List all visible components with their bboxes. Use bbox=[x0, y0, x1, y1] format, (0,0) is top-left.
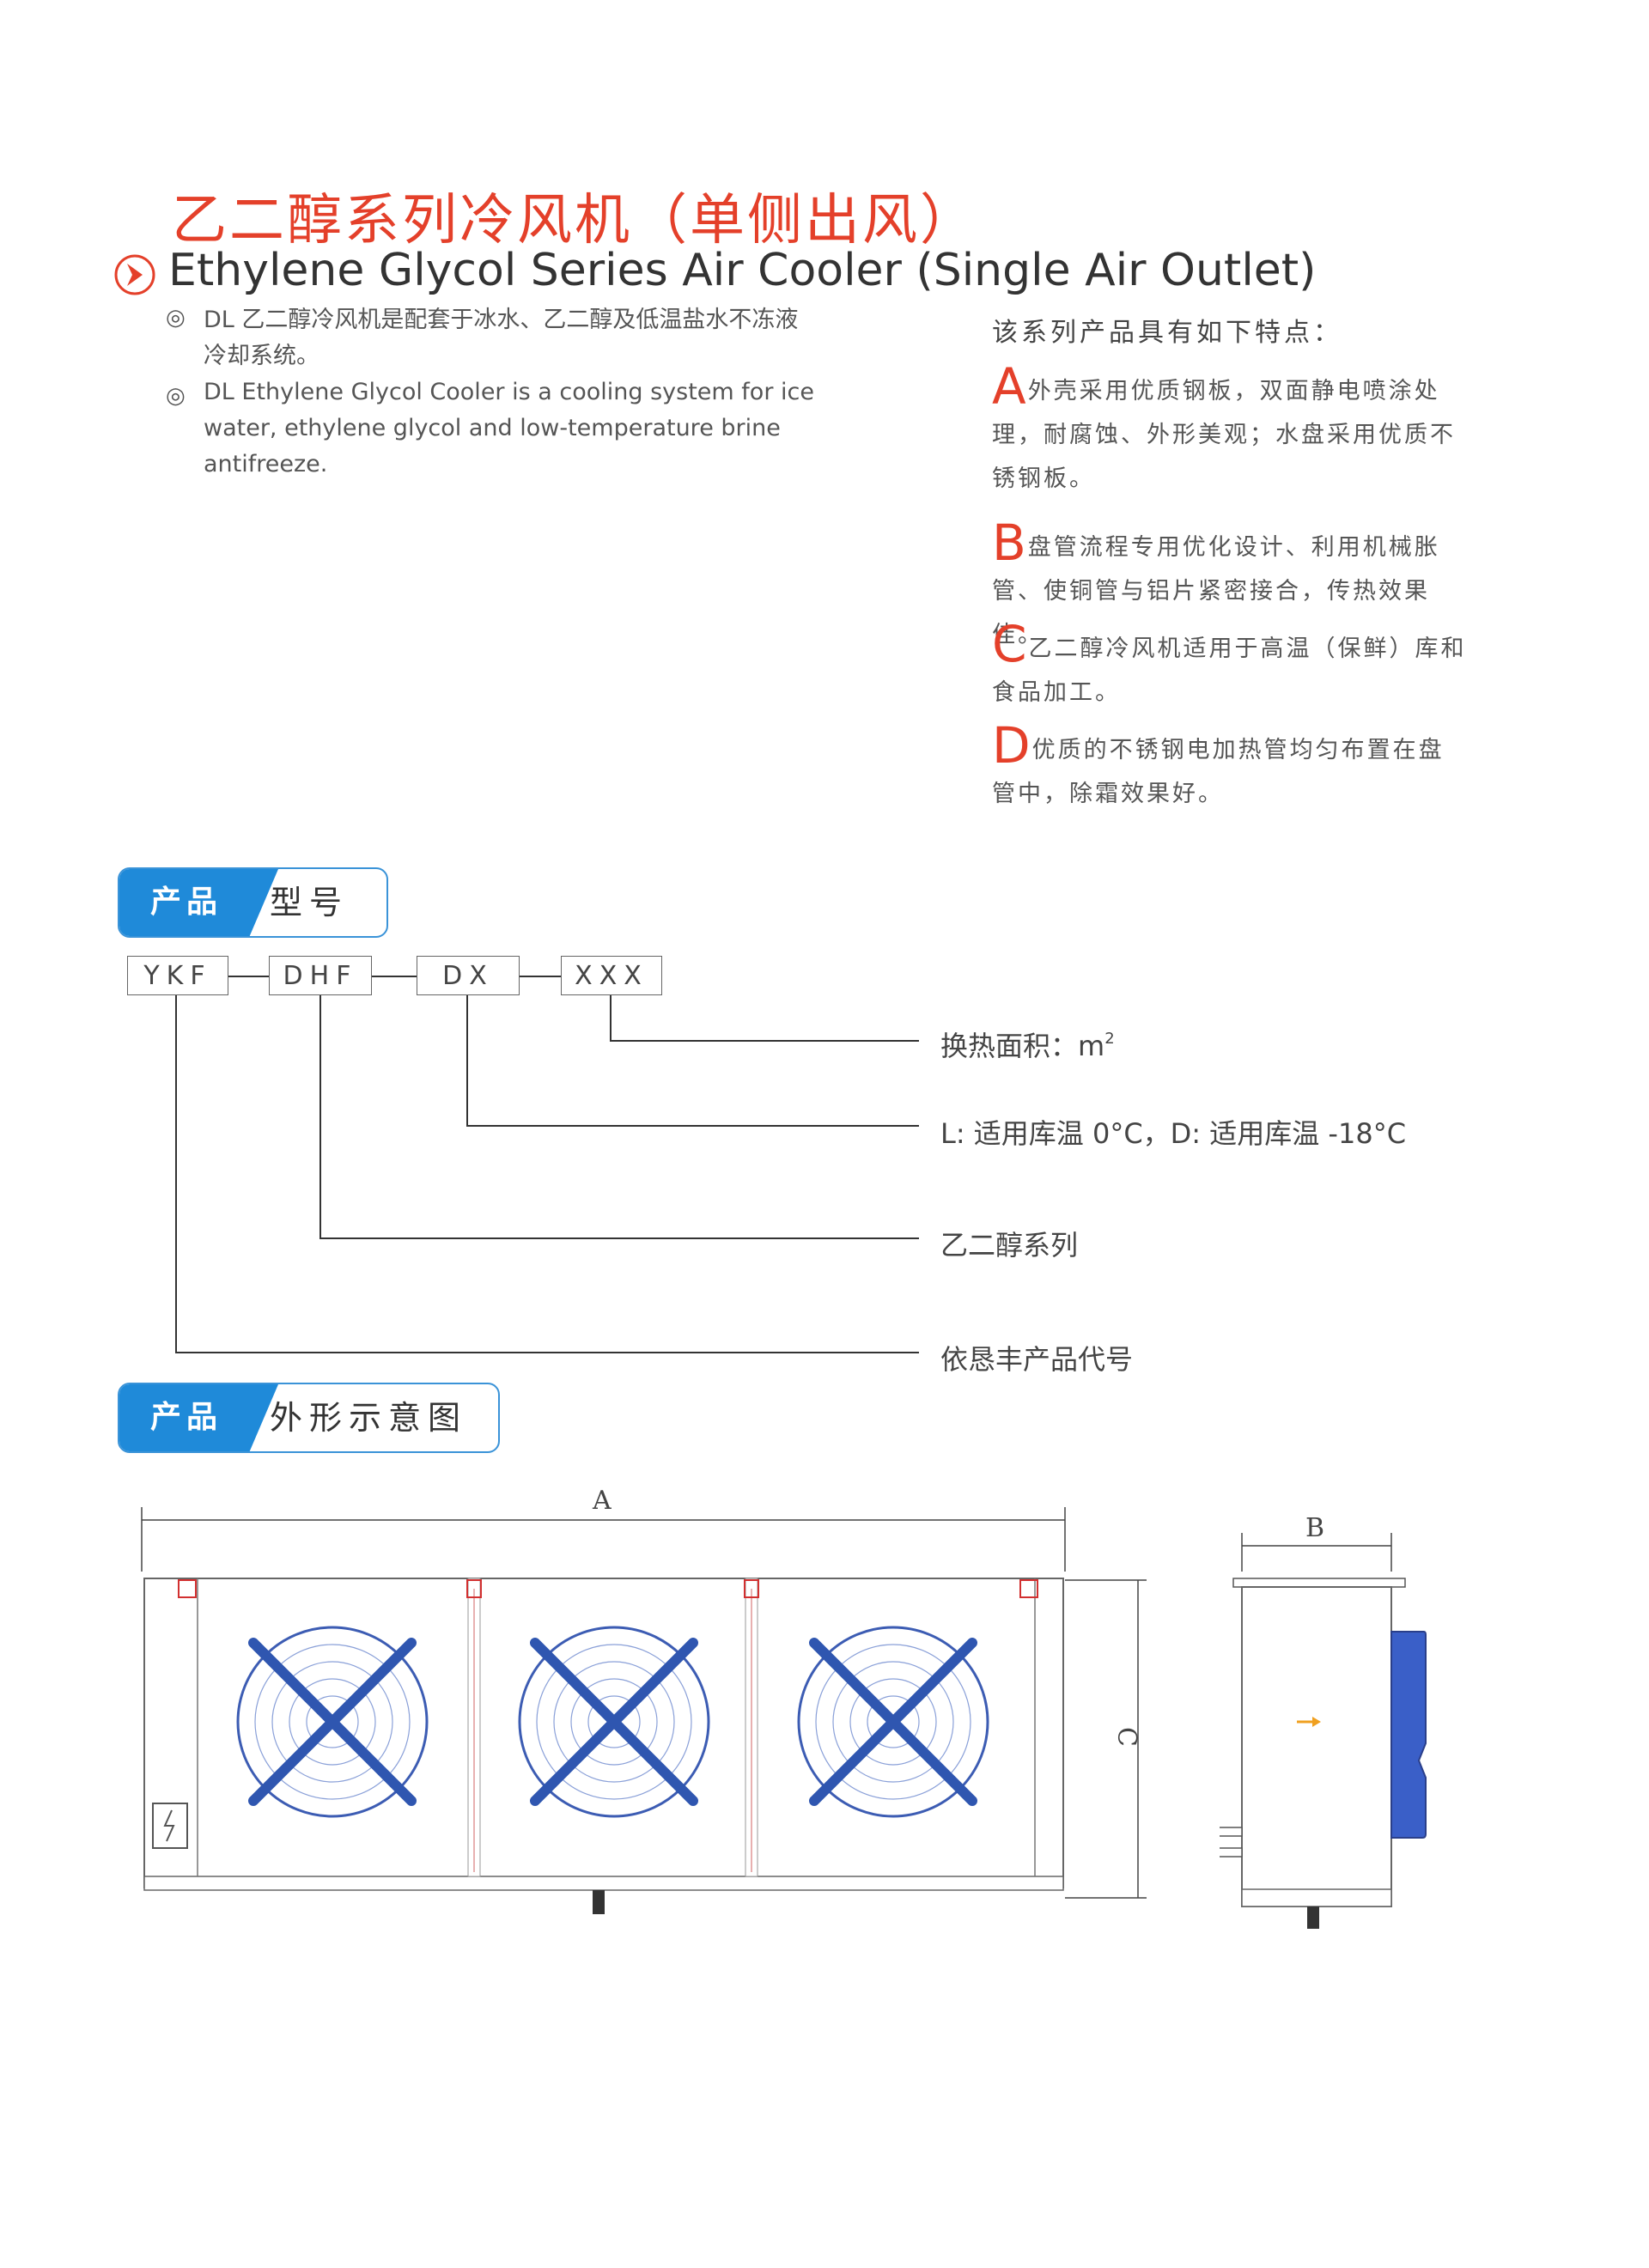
code-box-xxx: XXX bbox=[561, 956, 662, 995]
connector-line bbox=[228, 976, 269, 977]
feature-a: A外壳采用优质钢板，双面静电喷涂处 理，耐腐蚀、外形美观；水盘采用优质不 锈钢板… bbox=[992, 357, 1456, 492]
leader-line bbox=[466, 995, 468, 1126]
leader-line bbox=[610, 995, 612, 1041]
intro-en-line1: DL Ethylene Glycol Cooler is a cooling s… bbox=[204, 379, 814, 405]
intro-cn-line2: 冷却系统。 bbox=[204, 343, 319, 369]
intro-en-line3: antifreeze. bbox=[204, 451, 328, 477]
desc-temp: L: 适用库温 0°C，D: 适用库温 -18°C bbox=[940, 1117, 1407, 1150]
tab-label-product: 产品 bbox=[119, 869, 278, 936]
feature-d: D优质的不锈钢电加热管均匀布置在盘 管中，除霜效果好。 bbox=[992, 716, 1445, 807]
leader-line bbox=[319, 1237, 919, 1239]
desc-heat-area: 换热面积：m2 bbox=[940, 1030, 1115, 1062]
fan-icon bbox=[518, 1626, 710, 1818]
leader-line bbox=[175, 1352, 919, 1353]
connector-line bbox=[372, 976, 417, 977]
title-cn: 乙二醇系列冷风机（单侧出风） bbox=[172, 189, 977, 252]
dim-label-c: C bbox=[1110, 1727, 1141, 1747]
leader-line bbox=[466, 1125, 919, 1127]
tab-label-shape: 外形示意图 bbox=[270, 1399, 468, 1437]
bullet-icon: ◎ bbox=[166, 305, 186, 331]
chevron-right-icon bbox=[114, 254, 155, 295]
leader-line bbox=[175, 995, 177, 1353]
intro-cn-line1: DL 乙二醇冷风机是配套于冰水、乙二醇及低温盐水不冻液 bbox=[204, 307, 799, 333]
section-tab-shape: 产品 外形示意图 bbox=[118, 1383, 500, 1453]
bullet-icon: ◎ bbox=[166, 383, 186, 409]
code-box-dx: DX bbox=[417, 956, 520, 995]
feature-c: C乙二醇冷风机适用于高温（保鲜）库和 食品加工。 bbox=[992, 615, 1467, 706]
side-view-drawing bbox=[1220, 1533, 1427, 1929]
feature-letter: A bbox=[992, 357, 1026, 416]
title-en: Ethylene Glycol Series Air Cooler (Singl… bbox=[168, 245, 1317, 296]
code-box-ykf: YKF bbox=[127, 956, 228, 995]
intro-en-line2: water, ethylene glycol and low-temperatu… bbox=[204, 415, 781, 441]
feature-letter: D bbox=[992, 716, 1031, 775]
desc-series: 乙二醇系列 bbox=[940, 1229, 1079, 1262]
leader-line bbox=[610, 1040, 919, 1042]
dim-label-a: A bbox=[593, 1486, 612, 1516]
fan-icon bbox=[797, 1626, 989, 1818]
connector-line bbox=[520, 976, 561, 977]
feature-letter: B bbox=[992, 514, 1026, 572]
features-heading: 该系列产品具有如下特点： bbox=[992, 318, 1342, 348]
front-view-drawing bbox=[141, 1507, 1147, 1914]
code-box-dhf: DHF bbox=[269, 956, 372, 995]
desc-product-code: 依恳丰产品代号 bbox=[940, 1343, 1134, 1376]
section-tab-model: 产品 型号 bbox=[118, 867, 388, 938]
tab-label-model: 型号 bbox=[270, 884, 350, 921]
feature-b: B盘管流程专用优化设计、利用机械胀 管、使铜管与铝片紧密接合，传热效果佳。 bbox=[992, 514, 1440, 648]
leader-line bbox=[319, 995, 321, 1238]
fan-icon bbox=[236, 1626, 429, 1818]
feature-letter: C bbox=[992, 615, 1027, 673]
tab-label-product: 产品 bbox=[119, 1384, 278, 1451]
dim-label-b: B bbox=[1305, 1513, 1325, 1543]
